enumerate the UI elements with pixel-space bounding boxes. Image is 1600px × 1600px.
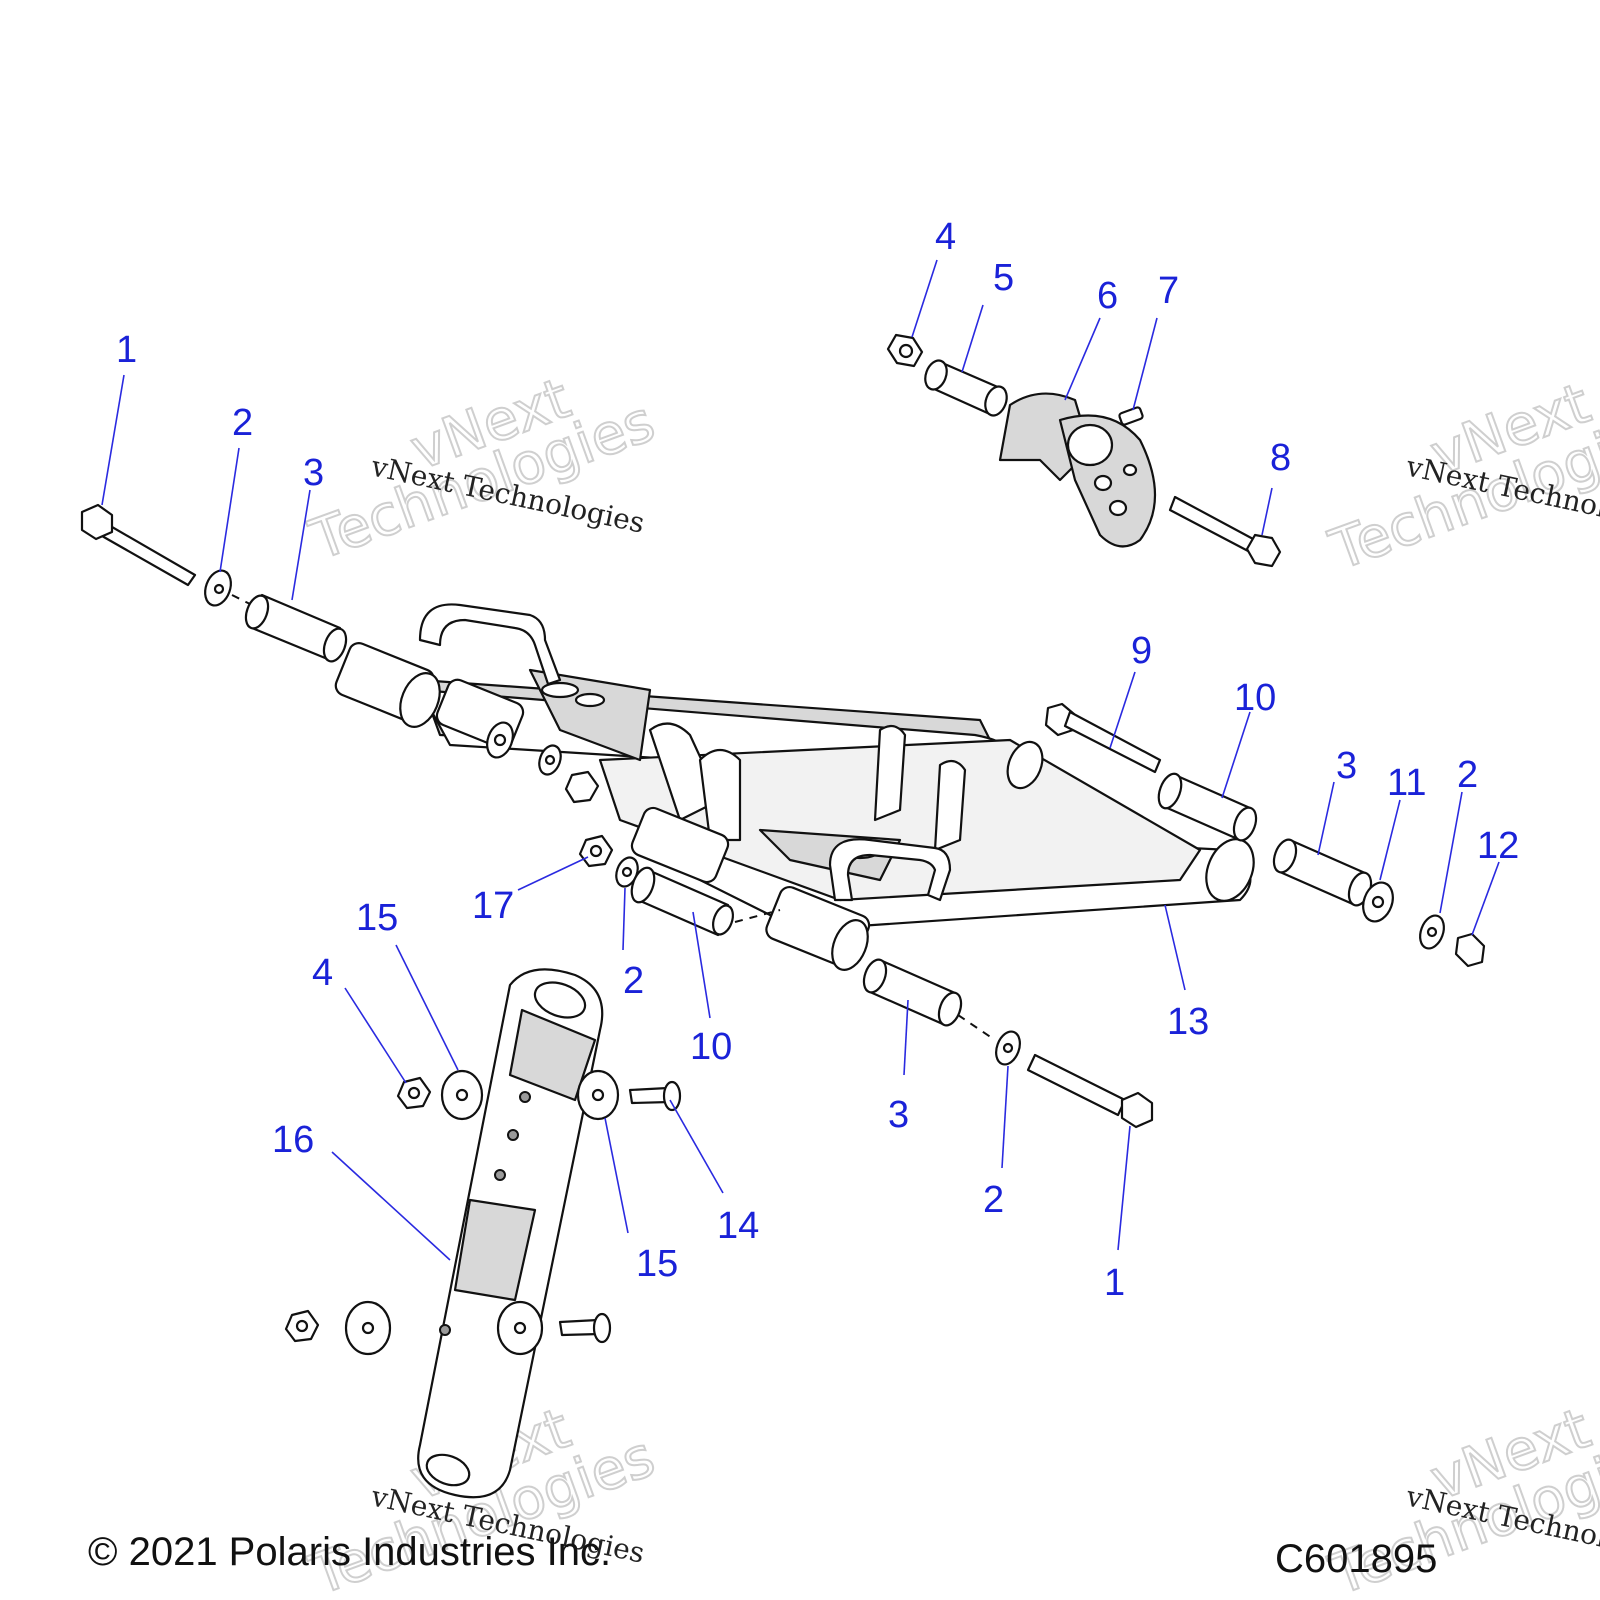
bushing-part-5 [924, 359, 1008, 417]
callout-13: 13 [1167, 1001, 1209, 1043]
grease-fitting-part-7 [1118, 406, 1144, 426]
callout-3-right: 3 [1336, 745, 1357, 787]
washer-part-2-upper [204, 569, 232, 607]
bushing-part-10-center [630, 866, 734, 937]
callout-1-upper: 1 [116, 329, 137, 371]
callout-2-upper: 2 [232, 402, 253, 444]
callout-1-lower: 1 [1104, 1262, 1125, 1304]
axis-line-lower [957, 1014, 996, 1041]
bolt-link-lower [558, 1312, 612, 1344]
copyright-text: © 2021 Polaris Industries Inc. [88, 1530, 611, 1574]
washer-part-2-right [1419, 914, 1445, 950]
callout-2-right: 2 [1457, 754, 1478, 796]
callout-10-center: 10 [690, 1026, 732, 1068]
axis-line-center [734, 909, 781, 923]
callout-4-lower: 4 [312, 952, 333, 994]
callout-15-upper: 15 [356, 897, 398, 939]
callout-15-lower: 15 [636, 1243, 678, 1285]
link-part-16 [417, 968, 604, 1499]
callout-9: 9 [1131, 630, 1152, 672]
nut-part-4-top [886, 333, 924, 368]
callout-14: 14 [717, 1205, 759, 1247]
callout-12: 12 [1477, 825, 1519, 867]
callout-7: 7 [1158, 270, 1179, 312]
bolt-part-14 [628, 1080, 682, 1112]
nut-part-17 [578, 834, 614, 868]
callout-10-right: 10 [1234, 677, 1276, 719]
axis-line-upper [231, 594, 263, 611]
watermark-top-right: vNext Technologies vNext Technologies [1321, 370, 1600, 584]
callout-17: 17 [472, 885, 514, 927]
bushing-part-10-right [1157, 772, 1258, 842]
washer-part-15-upper-right [576, 1069, 620, 1121]
bushing-part-3-upper [244, 593, 348, 663]
bolt-part-1-upper [80, 503, 197, 587]
bolt-part-9 [1044, 702, 1162, 774]
nut-link-lower [284, 1309, 320, 1343]
nut-part-12 [1454, 932, 1486, 968]
watermark-top-center: vNext Technologies vNext Technologies [301, 365, 664, 574]
washer-part-15-upper-left [440, 1069, 484, 1121]
callout-8: 8 [1270, 437, 1291, 479]
bushing-part-3-lower [862, 958, 963, 1027]
bolt-part-1-lower [1026, 1053, 1154, 1129]
figure-code: C601895 [1275, 1537, 1437, 1581]
callout-2-lower: 2 [983, 1179, 1004, 1221]
callout-11: 11 [1387, 762, 1426, 804]
bushing-part-3-right [1272, 838, 1373, 907]
callout-2-center: 2 [623, 960, 644, 1002]
washer-part-2-lower [995, 1030, 1021, 1066]
callout-4-top: 4 [935, 216, 956, 258]
callout-3-upper: 3 [303, 452, 324, 494]
callout-5: 5 [993, 257, 1014, 299]
a-arm-part-13 [334, 603, 1255, 971]
washer-link-lower-left [344, 1300, 392, 1356]
callout-6: 6 [1097, 275, 1118, 317]
washer-part-11 [1362, 881, 1394, 923]
bolt-part-8 [1168, 495, 1282, 568]
callout-16: 16 [272, 1119, 314, 1161]
leader-lines [101, 259, 1500, 1261]
washer-link-lower-right [496, 1300, 544, 1356]
callout-3-lower: 3 [888, 1094, 909, 1136]
callout-labels: 1 2 3 4 5 6 7 8 9 10 3 11 2 12 17 15 4 2… [116, 216, 1519, 1304]
shock-bracket-part-6 [998, 392, 1156, 548]
bushing-left-inner [486, 721, 600, 804]
nut-part-4-lower [396, 1076, 432, 1110]
